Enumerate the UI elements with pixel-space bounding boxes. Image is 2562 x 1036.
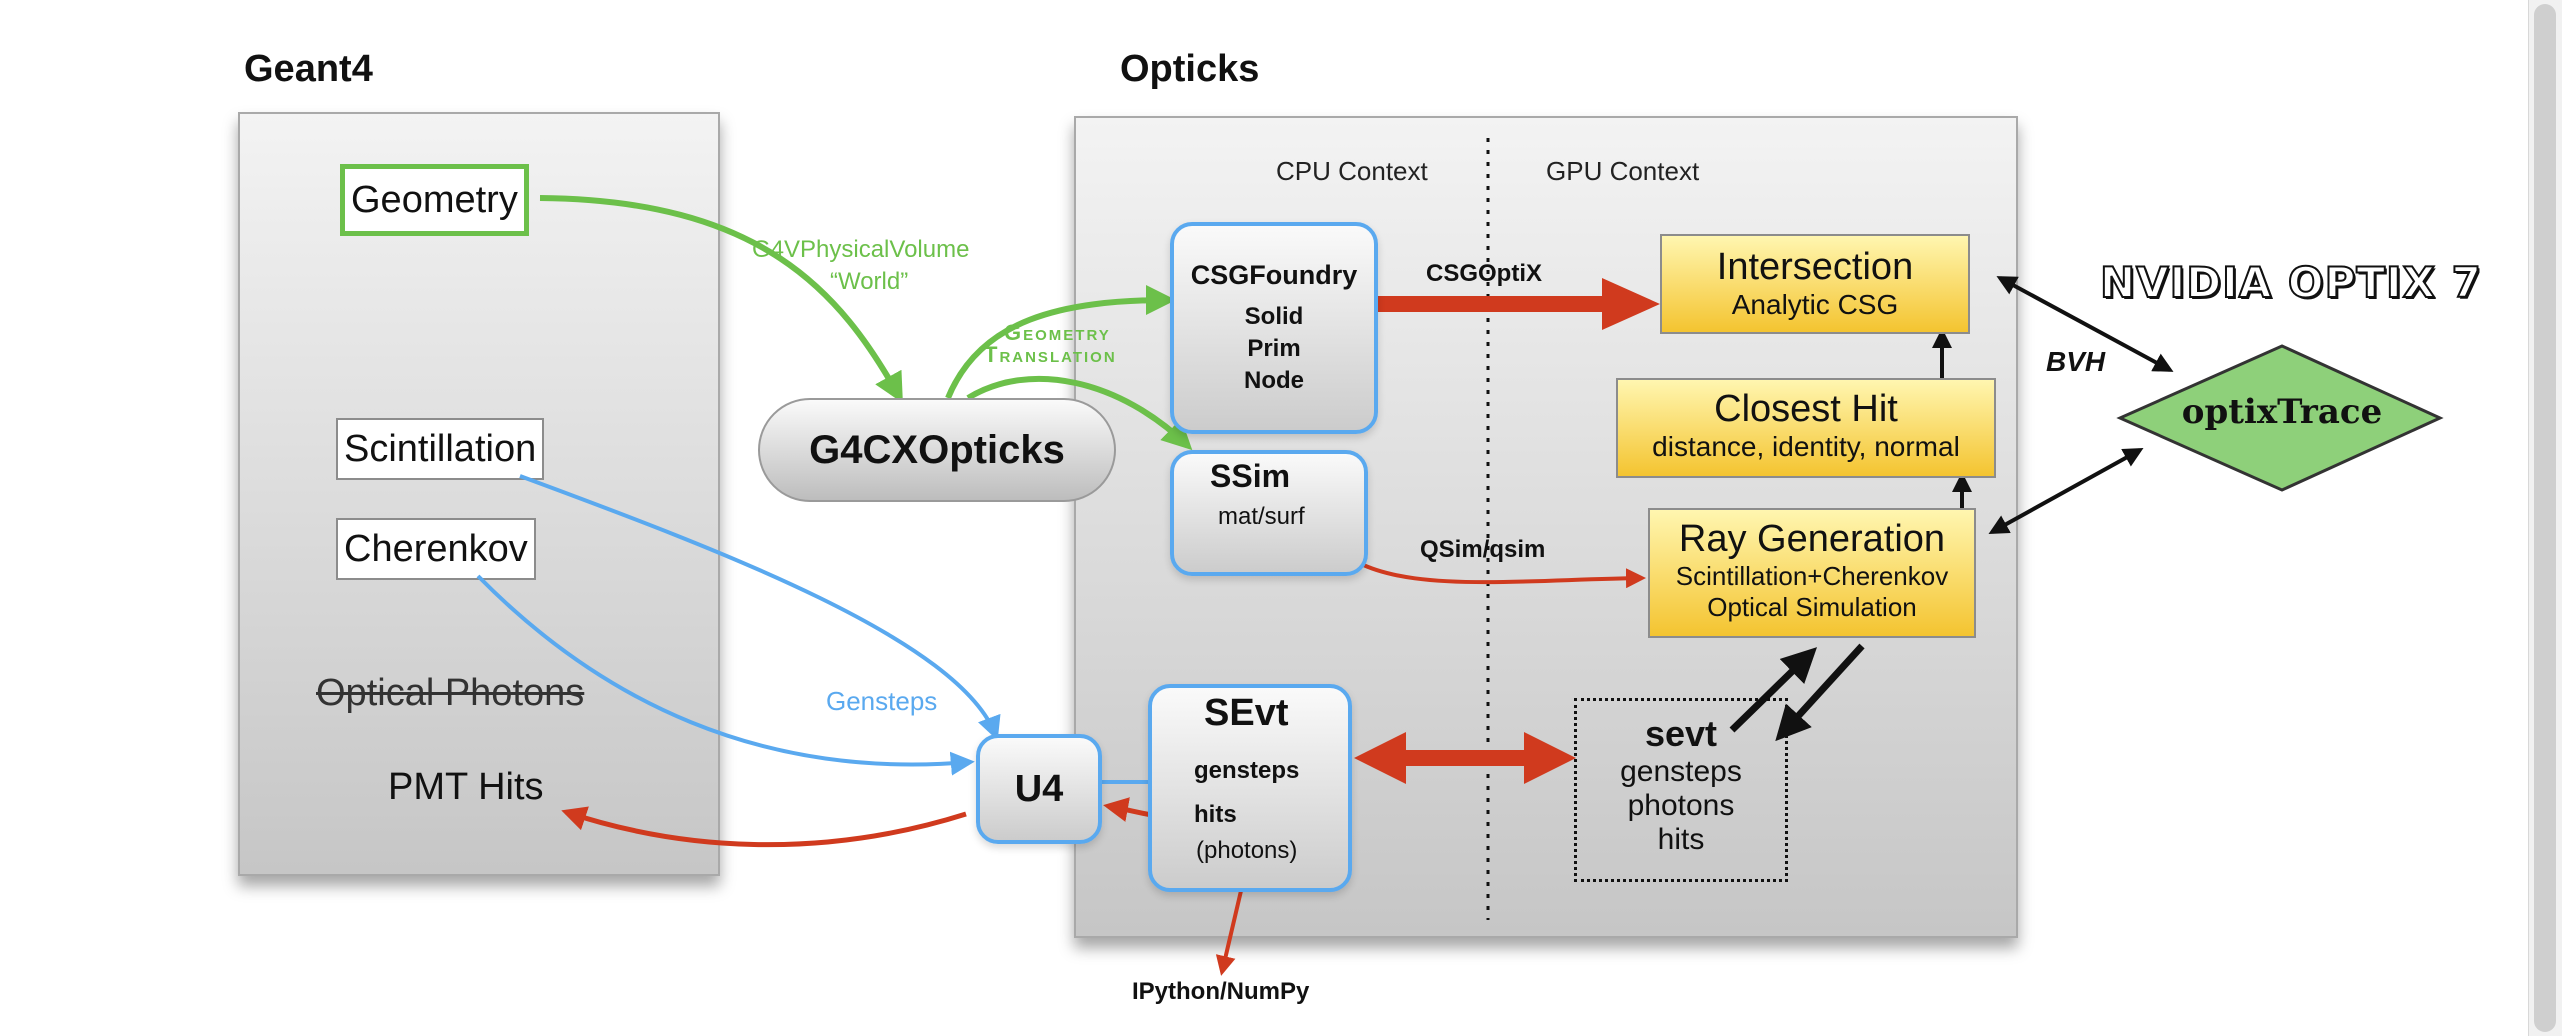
geant4-heading: Geant4 [244,48,373,90]
optixtrace-label: optixTrace [2181,392,2383,432]
ray-generation-box: Ray Generation Scintillation+Cherenkov O… [1648,508,1976,638]
sevt-gpu-photons: photons [1627,789,1735,822]
ipython-label: IPython/NumPy [1132,978,1310,1005]
geant4-panel [238,112,720,876]
csgfoundry-line-node: Node [1244,367,1304,394]
ssim-node: SSim mat/surf [1170,450,1368,576]
scrollbar-thumb[interactable] [2534,4,2556,1032]
closest-hit-box: Closest Hit distance, identity, normal [1616,378,1996,478]
csgfoundry-title: CSGFoundry [1190,260,1358,290]
sevt-cpu-hits: hits [1194,801,1237,828]
cherenkov-box: Cherenkov [336,518,536,580]
sevt-link-head-right [1524,732,1576,784]
sevt-gpu-title: sevt [1644,713,1718,754]
sevt-cpu-title: SEvt [1204,692,1289,734]
u4-node: U4 [976,734,1102,844]
csgoptix-edge-label: CSGOptiX [1426,260,1543,287]
ssim-sub: mat/surf [1218,503,1305,530]
optical-photons-label: Optical Photons [316,672,585,714]
nvidia-optix-logo: NVIDIA OPTIX 7 [2099,257,2482,308]
u4-to-pmthits-arrow [561,806,967,848]
scintillation-box: Scintillation [336,418,545,480]
pmt-hits-label: PMT Hits [388,766,544,808]
gpu-context-label: GPU Context [1546,156,1700,186]
optixtrace-diamond [2116,344,2444,492]
geometry-box: Geometry [340,164,529,236]
qsim-edge-label: QSim/qsim [1420,536,1546,563]
intersection-title: Intersection [1716,246,1914,288]
bvh-edge-label: BVH [2046,346,2106,377]
raygen-to-sevt-arrow [1775,643,1865,742]
closest-hit-sub: distance, identity, normal [1652,431,1960,462]
intersection-sub: Analytic CSG [1731,289,1899,320]
sevt-gpu-gensteps: gensteps [1620,755,1742,788]
sevt-cpu-gensteps: gensteps [1194,757,1300,784]
g4pv-label-line2: “World” [830,268,909,295]
intersection-optixtrace-arrow [1996,276,2174,372]
ssim-title: SSim [1210,458,1291,494]
cpu-context-label: CPU Context [1276,156,1428,186]
raygen-optixtrace-arrow [1988,448,2144,534]
csgfoundry-line-solid: Solid [1244,303,1304,330]
closest-hit-title: Closest Hit [1714,388,1898,430]
g4cx-to-csgfoundry-arrow [945,285,1176,400]
cherenkov-to-u4-arrow [476,574,975,776]
csgfoundry-to-intersection-head [1602,278,1660,330]
sevt-cpu-photons: (photons) [1196,837,1298,864]
geometry-translation-line2: Translation [984,342,1117,367]
intersection-box: Intersection Analytic CSG [1660,234,1970,334]
sevt-gpu-box: sevt gensteps photons hits [1574,698,1788,882]
geometry-translation-line1: Geometry [1004,320,1111,345]
sevt-to-raygen-arrow [1729,647,1818,733]
sevt-gpu-hits: hits [1657,823,1705,856]
csgfoundry-line-prim: Prim [1247,335,1301,362]
u4-label: U4 [1014,768,1064,810]
scintillation-to-u4-arrow [519,474,1001,741]
g4cx-to-ssim-arrow [966,375,1193,451]
sevt-cpu-node: SEvt gensteps hits (photons) [1148,684,1352,892]
csgfoundry-node: CSGFoundry Solid Prim Node [1170,222,1378,434]
geometry-to-g4cx-arrow [539,195,903,404]
ray-generation-sub2: Optical Simulation [1707,592,1917,622]
gensteps-edge-label: Gensteps [826,686,938,716]
sevt-to-ipython-arrow [1215,877,1246,976]
ray-generation-title: Ray Generation [1678,518,1946,560]
opticks-heading: Opticks [1120,48,1260,90]
sevt-link-head-left [1354,732,1406,784]
ray-generation-sub1: Scintillation+Cherenkov [1675,561,1949,591]
g4cxopticks-node: G4CXOpticks [758,398,1116,502]
g4pv-label-line1: G4VPhysicalVolume [752,236,970,263]
